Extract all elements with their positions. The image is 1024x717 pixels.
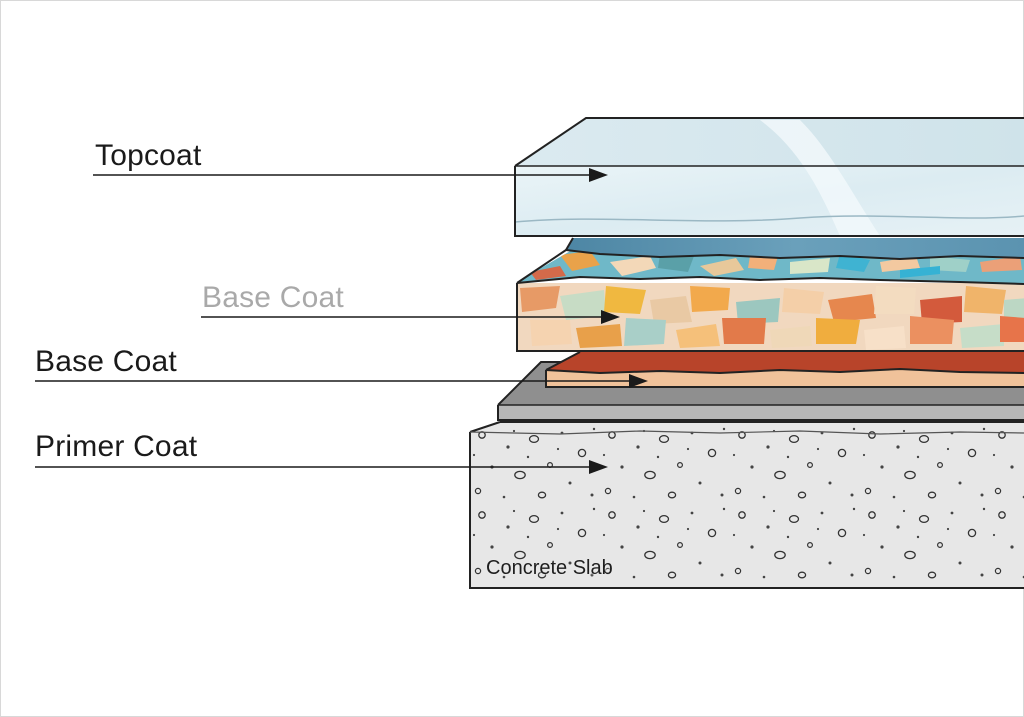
- base-coat-upper-leader-arrow: [201, 310, 620, 324]
- primer-coat-label: Primer Coat: [35, 430, 198, 463]
- concrete-slab-label: Concrete Slab: [486, 557, 613, 579]
- topcoat-leader-arrow: [93, 168, 608, 182]
- primer-coat-leader-arrow: [35, 460, 608, 474]
- flake-base-coat-layer: [516, 237, 1024, 352]
- topcoat-label: Topcoat: [95, 139, 202, 172]
- base-coat-upper-label: Base Coat: [202, 281, 344, 314]
- base-coat-lower-label: Base Coat: [35, 345, 177, 378]
- topcoat-layer: [514, 117, 1024, 237]
- base-coat-lower-leader-arrow: [35, 374, 648, 388]
- leader-lines: [35, 168, 648, 474]
- concrete-slab-layer: [469, 421, 1024, 589]
- primer-coat-layer: [545, 351, 1024, 388]
